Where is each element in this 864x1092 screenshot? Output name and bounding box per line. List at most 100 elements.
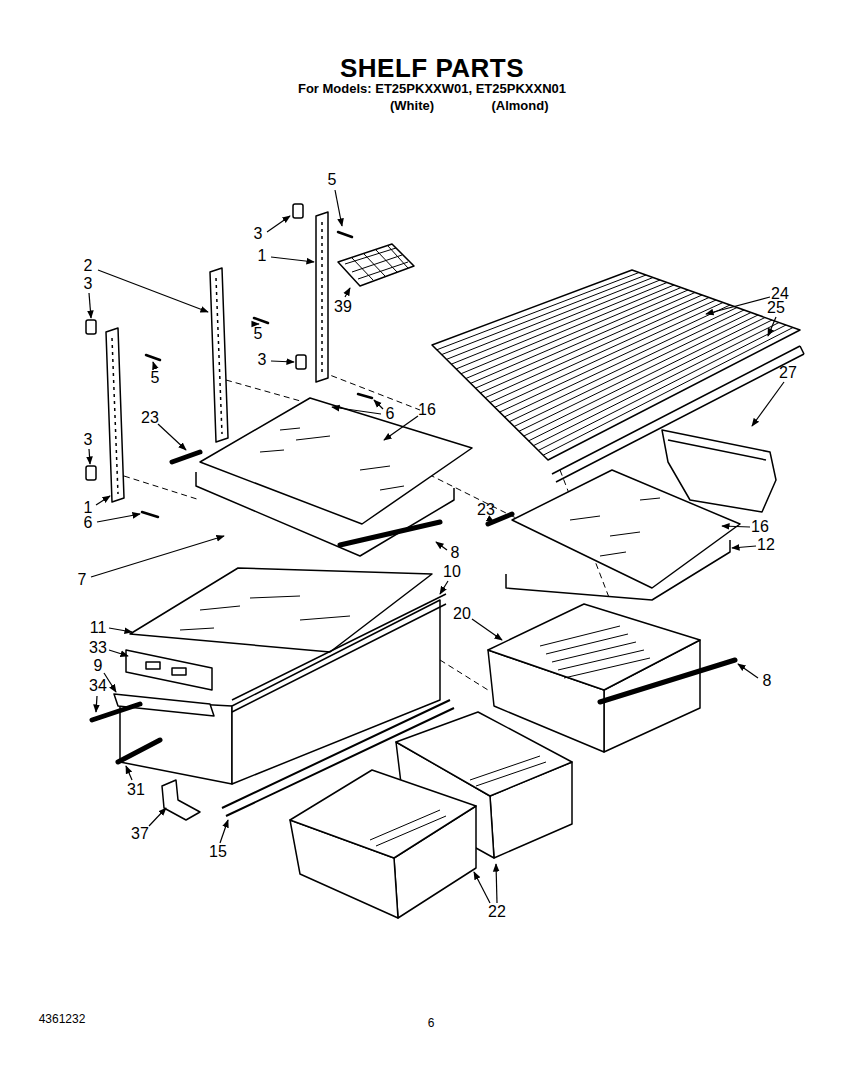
shelf-wire (505, 308, 738, 417)
drawing-stroke (420, 470, 520, 520)
callout-number: 3 (84, 431, 93, 449)
callout-number: 39 (334, 298, 352, 316)
drawing-stroke (374, 400, 383, 409)
model-list: For Models: ET25PKXXW01, ET25PKXXN01 (298, 82, 566, 96)
shelf-wire (471, 290, 688, 383)
drawing-stroke (345, 246, 408, 280)
drawing-stroke (232, 594, 446, 712)
callout-number: 5 (151, 369, 160, 387)
drawing-stroke (570, 498, 660, 556)
shelf-wire (485, 298, 709, 398)
side-rail (600, 660, 735, 702)
shelf-wire (519, 315, 758, 431)
callout-number: 25 (767, 299, 785, 317)
drawing-stroke (109, 650, 128, 656)
drawing-stroke (260, 428, 404, 490)
drawing-stroke (254, 318, 268, 323)
meat-drawer (488, 604, 700, 752)
drawing-stroke (768, 317, 776, 336)
callout-number: 16 (751, 518, 769, 536)
drawing-stroke (98, 270, 208, 312)
callout-number: 2 (84, 257, 93, 275)
wire-shelf (432, 270, 800, 460)
callout-number: 20 (453, 605, 471, 623)
shelf-wire (534, 323, 780, 446)
drawing-stroke (96, 496, 110, 505)
callout-number: 23 (477, 501, 495, 519)
drawing-stroke (180, 596, 350, 630)
drawing-stroke (146, 355, 160, 360)
glass-shelf (196, 398, 472, 556)
callout-number: 15 (209, 843, 227, 861)
callout-number: 1 (84, 499, 93, 517)
drawing-stroke (106, 328, 124, 502)
drawing-stroke (293, 204, 303, 218)
drawing-stroke (316, 212, 328, 382)
drawing-stroke (440, 660, 488, 690)
shelf-wire (451, 280, 660, 364)
callout-number: 12 (757, 536, 775, 554)
crisper-drawer (290, 770, 476, 918)
drawing-stroke (474, 872, 490, 903)
drawing-stroke (216, 278, 222, 434)
drawing-stroke (271, 361, 294, 362)
drawing-stroke (432, 270, 800, 460)
callout-number: 6 (386, 405, 395, 423)
drawing-stroke (86, 320, 96, 334)
callout-number: 16 (418, 401, 436, 419)
drawing-stroke (267, 216, 290, 232)
drawing-stroke (436, 542, 447, 550)
drawing-stroke (200, 398, 472, 524)
callout-number: 34 (89, 677, 107, 695)
drawing-stroke (332, 407, 381, 414)
drawing-stroke (706, 297, 770, 314)
ice-tray (338, 244, 414, 286)
drawing-stroke (489, 519, 494, 522)
drawing-stroke (271, 257, 314, 262)
model-color: (Almond) (491, 99, 548, 113)
drawing-stroke (220, 820, 228, 843)
drawing-stroke (258, 323, 259, 324)
shelf-wire (490, 300, 716, 403)
drawing-stroke (321, 222, 323, 374)
side-rail (92, 704, 140, 720)
drawing-stroke (86, 466, 96, 480)
drawing-stroke (496, 864, 497, 903)
callout-number: 31 (127, 781, 145, 799)
callout-number: 6 (84, 514, 93, 532)
leader-line (89, 190, 784, 903)
part-drawing (86, 204, 804, 918)
drawing-stroke (358, 394, 372, 398)
callout-number: 11 (90, 619, 107, 637)
drawing-stroke (322, 372, 420, 410)
drawing-stroke (109, 628, 132, 632)
panel-cover (114, 694, 214, 716)
drawing-stroke (89, 449, 90, 464)
callout-number: 8 (451, 544, 460, 562)
shelf-wire (456, 283, 667, 369)
drawing-stroke (540, 626, 650, 678)
shelf-wire (476, 293, 696, 389)
drawing-stroke (512, 470, 740, 588)
page-number: 6 (428, 1017, 435, 1030)
drawing-stroke (153, 362, 155, 368)
drawing-stroke (124, 476, 200, 500)
drawing-stroke (488, 604, 700, 690)
callout-number: 23 (141, 409, 159, 427)
drawing-stroke (158, 424, 186, 450)
callout-number: 8 (763, 672, 772, 690)
drawing-stroke (296, 355, 306, 369)
drawing-stroke (470, 756, 546, 786)
drawing-stroke (146, 662, 160, 669)
drawing-stroke (370, 810, 446, 846)
shelf-wire (437, 273, 639, 350)
callout-number: 7 (78, 571, 87, 589)
glass-shelf (506, 470, 740, 600)
drawing-stroke (345, 288, 350, 297)
drawing-stroke (338, 244, 414, 286)
drawing-stroke (752, 382, 784, 426)
drawing-stroke (437, 273, 793, 456)
